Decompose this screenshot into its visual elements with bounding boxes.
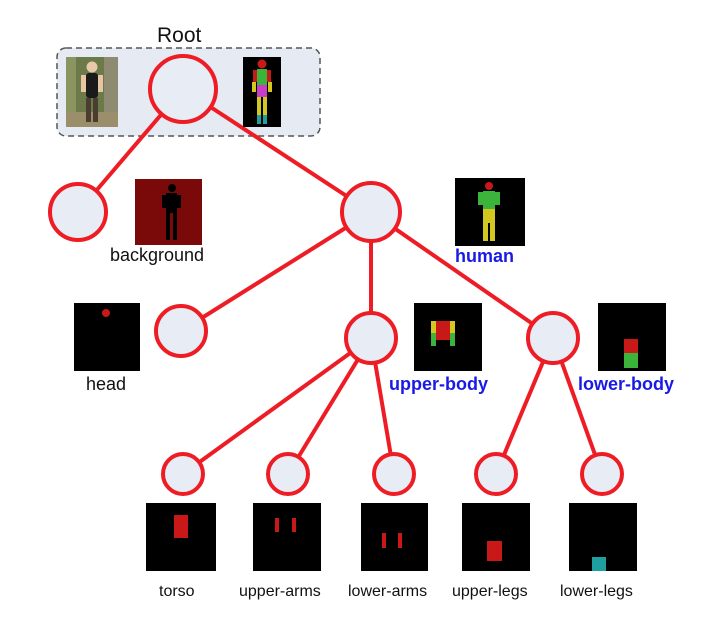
node-torso xyxy=(161,452,205,496)
lower-body-mask-thumbnail xyxy=(598,303,666,371)
head-mask-thumbnail xyxy=(74,303,140,371)
node-head xyxy=(154,304,208,358)
upper-body-mask-thumbnail xyxy=(414,303,482,371)
label-upper-arms: upper-arms xyxy=(239,583,321,600)
node-upper-arms xyxy=(266,452,310,496)
label-background: background xyxy=(110,245,205,265)
node-human xyxy=(340,181,402,243)
label-torso: torso xyxy=(159,583,195,600)
human-mask-thumbnail xyxy=(455,178,525,246)
background-mask-thumbnail xyxy=(135,179,202,245)
torso-mask-thumbnail xyxy=(146,503,216,571)
node-lower-body xyxy=(526,311,580,365)
label-lower-legs: lower-legs xyxy=(560,583,633,600)
label-head: head xyxy=(86,374,127,394)
root-segmentation-thumbnail xyxy=(243,57,281,127)
label-root: Root xyxy=(157,24,202,47)
edge-upper-body-torso xyxy=(181,336,373,476)
upper-arms-mask-thumbnail xyxy=(253,503,321,571)
node-lower-arms xyxy=(372,452,416,496)
edge-human-lower-body xyxy=(369,210,555,340)
label-lower-body: lower-body xyxy=(578,374,675,394)
node-background xyxy=(48,182,108,242)
label-human: human xyxy=(455,246,515,266)
node-upper-legs xyxy=(474,452,518,496)
edge-root-human xyxy=(181,87,373,214)
label-upper-legs: upper-legs xyxy=(452,583,528,600)
node-root xyxy=(148,54,218,124)
node-upper-body xyxy=(344,311,398,365)
root-photo-thumbnail xyxy=(66,57,118,127)
lower-legs-mask-thumbnail xyxy=(569,503,637,571)
lower-arms-mask-thumbnail xyxy=(361,503,428,571)
label-upper-body: upper-body xyxy=(389,374,488,394)
tree-edges xyxy=(76,87,604,476)
edge-human-head xyxy=(179,210,373,333)
label-lower-arms: lower-arms xyxy=(348,583,428,600)
node-lower-legs xyxy=(580,452,624,496)
upper-legs-mask-thumbnail xyxy=(462,503,530,571)
